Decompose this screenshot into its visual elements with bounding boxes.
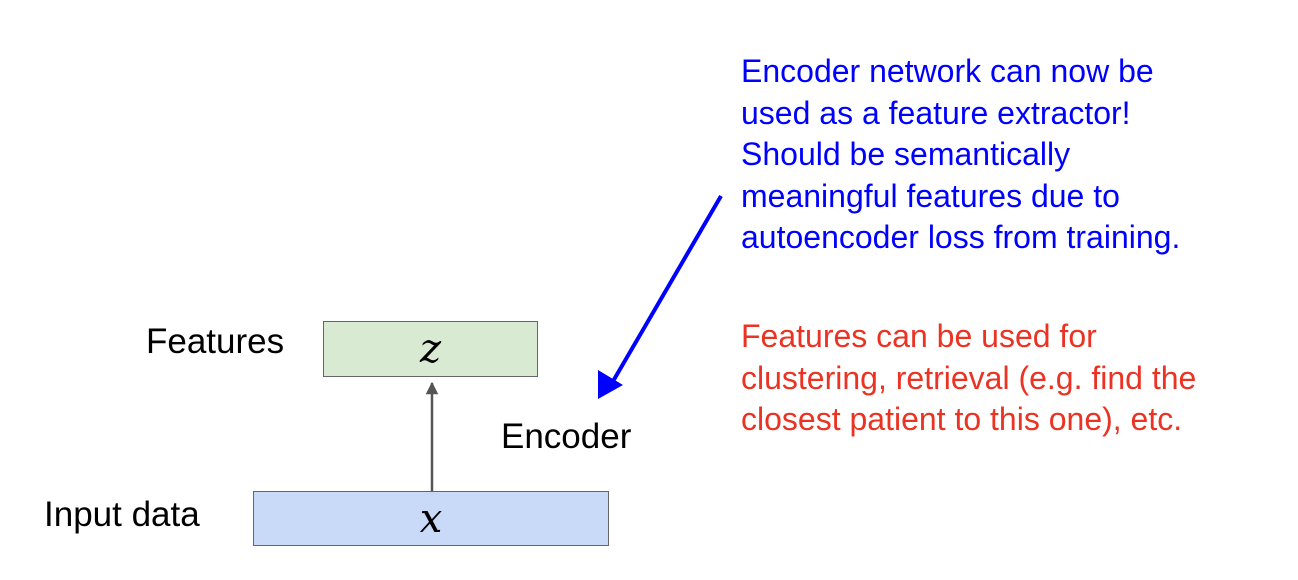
callout-arrow xyxy=(610,194,723,385)
note-line: Should be semantically xyxy=(741,136,1071,172)
note-line: clustering, retrieval (e.g. find the xyxy=(741,359,1197,396)
features-box: z xyxy=(323,321,538,377)
encoder-label: Encoder xyxy=(501,417,632,456)
input-box: x xyxy=(253,491,609,546)
note-line: meaningful features due to xyxy=(741,177,1120,214)
note-line: used as a feature extractor! xyxy=(741,94,1131,131)
features-variable: z xyxy=(419,326,442,372)
features-label: Features xyxy=(146,322,285,361)
note-line: autoencoder loss from training. xyxy=(741,219,1181,255)
feature-extractor-note: Encoder network can now be used as a fea… xyxy=(741,51,1180,259)
note-line: Features can be used for xyxy=(741,318,1097,354)
note-line: closest patient to this one), etc. xyxy=(741,401,1183,437)
input-label: Input data xyxy=(44,495,200,534)
note-line: Encoder network can now be xyxy=(741,53,1154,89)
callout-arrow-head xyxy=(598,370,623,399)
applications-note: Features can be used for clustering, ret… xyxy=(741,316,1196,441)
input-variable: x xyxy=(419,495,443,542)
